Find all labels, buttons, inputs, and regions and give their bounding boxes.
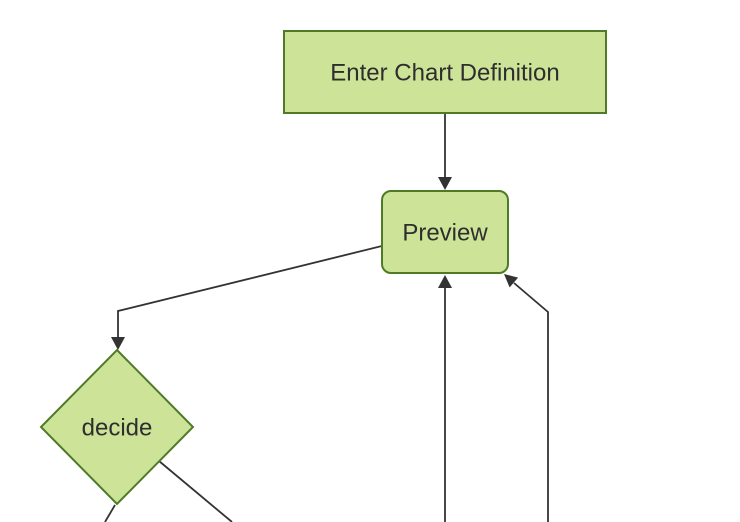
node-decide: decide [39,348,195,506]
node-enter-chart-definition: Enter Chart Definition [283,30,607,114]
enter-chart-definition-label: Enter Chart Definition [330,60,559,87]
preview-label: Preview [402,220,488,247]
arrowhead-up-icon [438,275,452,288]
edge-enter-to-preview [438,113,452,190]
edge-decide-to-bottom-a [104,504,116,522]
edge-decide-to-bottom-b [158,460,233,522]
edge-line [117,245,383,338]
edge-line [104,504,116,522]
enter-chart-definition-box [283,30,607,114]
node-preview: Preview [381,190,509,274]
arrowhead-up-left-icon [504,274,519,288]
edge-preview-to-decide [111,245,383,350]
edge-line [158,460,233,522]
edge-line [513,282,549,522]
edge-bottom-to-preview-corner [504,274,549,522]
decide-label: decide [82,415,153,442]
arrowhead-down-icon [111,337,125,350]
edge-bottom-to-preview-center [438,275,452,522]
preview-box [381,190,509,274]
arrowhead-down-icon [438,177,452,190]
decide-diamond [39,348,195,506]
